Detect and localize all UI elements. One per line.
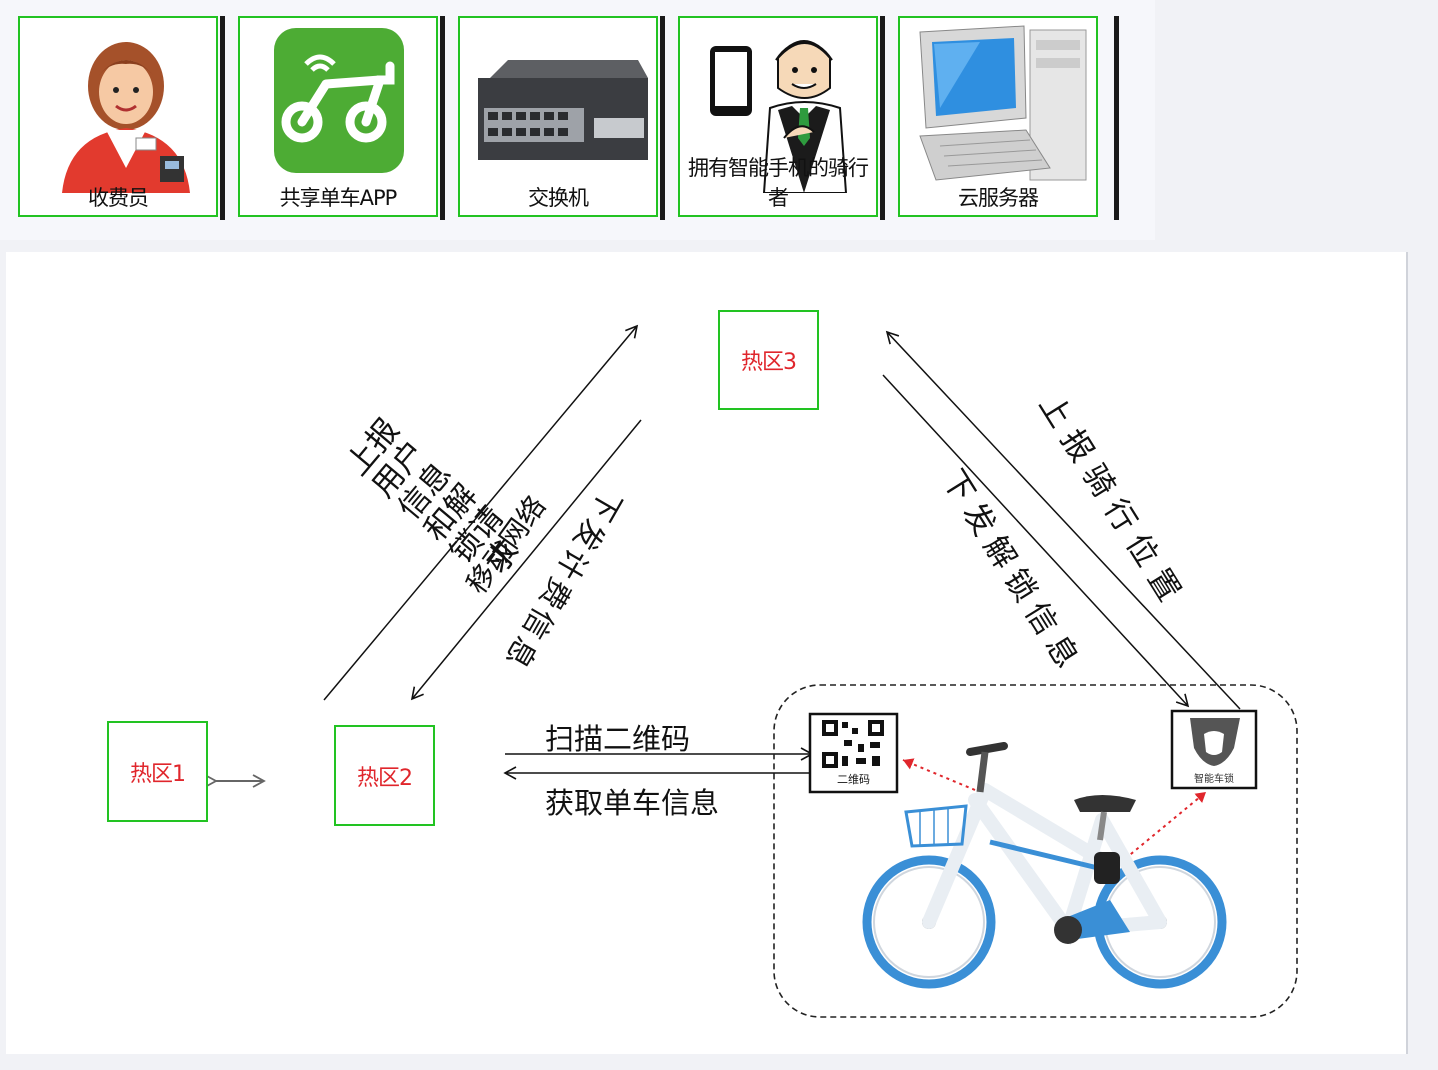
hotspot-3[interactable]: 热区3 [718, 310, 819, 410]
palette-divider [660, 16, 665, 220]
lock-caption: 智能车锁 [1194, 774, 1234, 785]
hotspot-1[interactable]: 热区1 [107, 721, 208, 822]
arrow-issue-billing [410, 419, 642, 701]
palette-card-switch[interactable]: 交换机 [458, 16, 658, 217]
diagram-canvas [6, 252, 1408, 1054]
cloud-server-icon [919, 25, 1087, 181]
bike-app-icon [274, 28, 404, 173]
network-switch-icon [478, 60, 648, 160]
rider-label: 拥有智能手机的骑行者 [688, 156, 869, 210]
cashier-label: 收费员 [88, 186, 149, 210]
palette-card-server[interactable]: 云服务器 [898, 16, 1098, 217]
arrow-report-ride [885, 330, 1241, 710]
hotspot-2-label: 热区2 [357, 765, 413, 791]
palette-divider [440, 16, 445, 220]
rider-with-phone-icon [710, 40, 848, 193]
palette-card-cashier[interactable]: 收费员 [18, 16, 218, 217]
hotspot-1-label: 热区1 [130, 761, 186, 787]
arrow-report-user [323, 324, 639, 701]
shared-bike-icon [862, 742, 1227, 989]
pointer-qr [902, 758, 976, 791]
cashier-icon [62, 42, 190, 193]
palette-divider [880, 16, 885, 220]
label-scan-qr: 扫描二维码 [545, 722, 691, 756]
palette-divider [1114, 16, 1119, 220]
qr-caption: 二维码 [837, 773, 870, 786]
app-label: 共享单车APP [279, 186, 398, 210]
palette-divider [220, 16, 225, 220]
palette-card-rider[interactable]: 拥有智能手机的骑行者 [678, 16, 878, 217]
bike-group-frame [773, 684, 1298, 1018]
label-get-bike: 获取单车信息 [545, 786, 720, 820]
server-label: 云服务器 [958, 186, 1039, 210]
hotspot-3-label: 热区3 [741, 350, 797, 375]
pointer-lock [1119, 791, 1207, 864]
actor-palette: 收费员 共享单车APP 交换机 [0, 0, 1155, 240]
switch-label: 交换机 [528, 186, 589, 210]
hotspot-2[interactable]: 热区2 [334, 725, 435, 826]
arrow-issue-unlock [882, 374, 1190, 708]
palette-card-app[interactable]: 共享单车APP [238, 16, 438, 217]
